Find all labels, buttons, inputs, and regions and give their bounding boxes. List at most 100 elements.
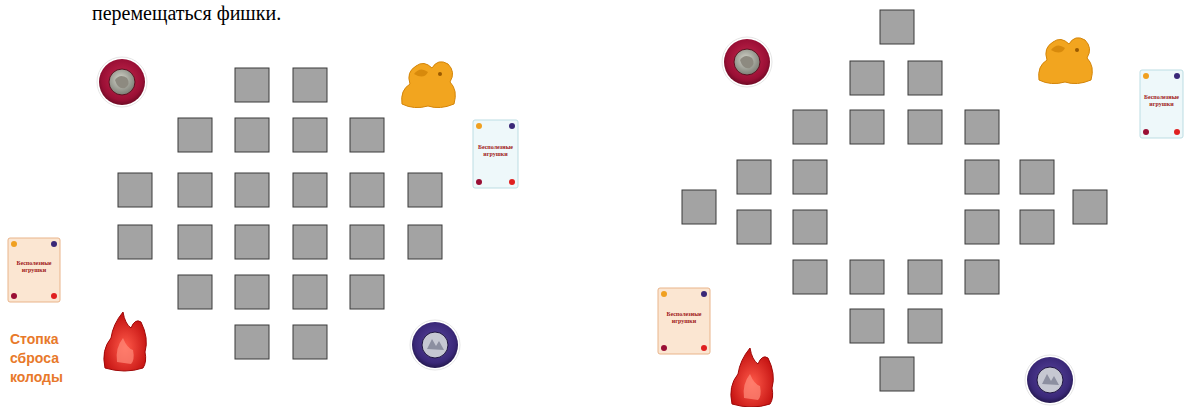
board-cell [235,225,269,259]
board-cell [793,210,827,244]
right-board [682,10,1107,391]
card-corner-mark [701,345,707,351]
red-flame-figure [104,312,146,371]
card-title: Бесполезные игрушки [662,311,706,325]
red-coin-token [97,57,147,107]
card-corner-mark [509,179,515,185]
card-corner-mark [701,291,707,297]
coin-center [734,49,760,75]
purple-coin-token [410,320,460,370]
board-cell [908,110,942,144]
board-cell [235,275,269,309]
board-cell [178,118,212,152]
board-cell [965,210,999,244]
card-title: Бесполезные игрушки [477,144,514,158]
board-cell [293,68,327,102]
board-cell [737,160,771,194]
toy-card [473,120,518,188]
token-shadow [97,57,147,107]
board-cell [793,260,827,294]
yellow-lion-figure [1039,38,1093,84]
card-face [473,120,518,188]
figure-wing [414,69,428,76]
coin-rim [412,322,458,368]
board-cell [908,61,942,95]
coin-rim [99,59,145,105]
board-cell [908,260,942,294]
board-cell [408,225,442,259]
card-corner-mark [509,123,515,129]
token-shadow [1025,355,1075,405]
card-corner-mark [11,241,17,247]
figure-body [1039,38,1093,84]
board-cell [293,225,327,259]
coin-engraving [427,339,444,350]
card-corner-mark [1143,73,1149,79]
board-cell [178,225,212,259]
text-fragment: перемещаться фишки. [92,2,422,24]
board-cell [235,118,269,152]
card-corner-mark [661,291,667,297]
card-corner-mark [1143,129,1149,135]
board-cell [350,225,384,259]
board-cell [118,225,152,259]
figure-eye [1075,48,1079,52]
board-cell [1073,190,1107,224]
card-face [658,288,710,354]
board-cell [793,160,827,194]
board-cell [293,275,327,309]
board-cell [850,260,884,294]
board-cell [850,61,884,95]
figure-eye [438,72,442,76]
board-cell [793,110,827,144]
card-corner-mark [476,123,482,129]
flame-highlight [744,374,761,400]
card-corner-mark [1174,129,1180,135]
board-cell [965,160,999,194]
board-cell [682,190,716,224]
coin-rim [724,39,770,85]
toy-card [1140,70,1183,138]
board-cell [737,210,771,244]
board-cell [293,118,327,152]
card-face [1140,70,1183,138]
card-corner-mark [51,293,57,299]
board-cell [850,110,884,144]
coin-center [109,69,135,95]
board-cell [350,173,384,207]
coin-engraving [115,76,129,88]
board-cell [965,110,999,144]
coin-engraving [740,56,754,68]
board-cell [965,260,999,294]
token-shadow [722,37,772,87]
red-coin-token [722,37,772,87]
card-title: Бесполезные игрушки [12,260,56,274]
coin-center [1037,367,1063,393]
token-shadow [410,320,460,370]
card-face [8,238,60,302]
board-cell [178,173,212,207]
coin-center [422,332,448,358]
board-cell [908,309,942,343]
left-board [118,68,442,359]
board-cell [293,325,327,359]
board-cell [118,173,152,207]
discard-card [8,238,60,302]
card-corner-mark [11,293,17,299]
board-cell [235,173,269,207]
card-corner-mark [661,345,667,351]
coin-rim [1027,357,1073,403]
coin-engraving [1042,374,1059,385]
flame-body [731,348,773,407]
purple-coin-token [1025,355,1075,405]
board-cell [880,10,914,44]
card-corner-mark [476,179,482,185]
figure-body [402,62,456,108]
board-cell [350,275,384,309]
flame-body [104,312,146,371]
board-cell [408,173,442,207]
board-cell [850,309,884,343]
card-corner-mark [51,241,57,247]
